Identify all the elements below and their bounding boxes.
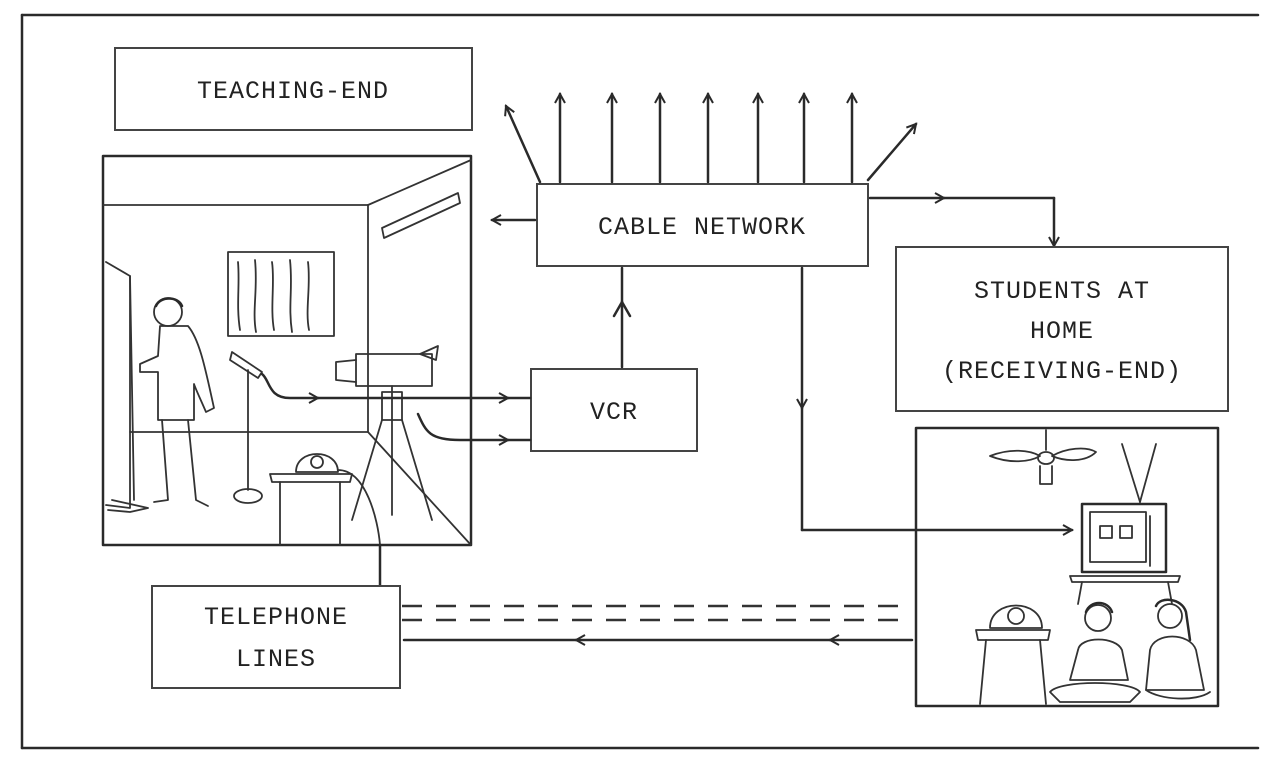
ceiling-fan-icon — [990, 430, 1096, 484]
microphone-icon — [230, 352, 262, 503]
students-figures-icon — [1050, 600, 1210, 702]
cable-network-label: CABLE NETWORK — [598, 213, 806, 242]
teaching-end-label: TEACHING-END — [197, 77, 389, 106]
telephone-lines-label-line2: LINES — [236, 645, 316, 674]
telephone-lines-label-line1: TELEPHONE — [204, 603, 348, 632]
broadcast-arrows — [506, 94, 916, 182]
teacher-figure-icon — [140, 298, 214, 506]
students-label-line3: (RECEIVING-END) — [942, 357, 1182, 386]
video-camera-icon — [336, 346, 438, 520]
cable-network-box: CABLE NETWORK — [537, 184, 868, 266]
students-label-line1: STUDENTS AT — [974, 277, 1150, 306]
teaching-end-box: TEACHING-END — [115, 48, 472, 130]
receiving-room-icon — [916, 428, 1218, 706]
telephone-lines-box: TELEPHONE LINES — [152, 586, 400, 688]
telephone-icon — [270, 454, 380, 545]
vcr-label: VCR — [590, 398, 638, 427]
students-at-home-box: STUDENTS AT HOME (RECEIVING-END) — [896, 247, 1228, 411]
receiving-telephone-icon — [976, 606, 1050, 705]
students-label-line2: HOME — [1030, 317, 1094, 346]
television-icon — [1070, 444, 1180, 604]
vcr-box: VCR — [531, 369, 697, 451]
